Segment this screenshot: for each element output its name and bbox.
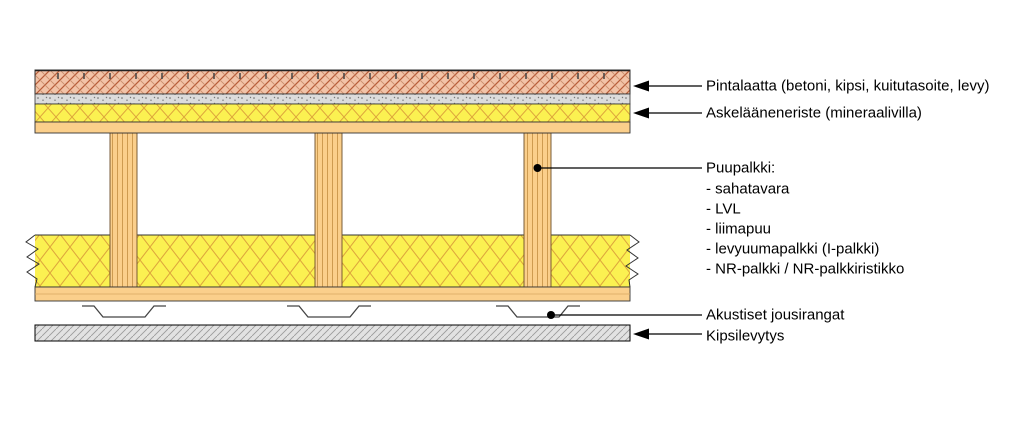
label-puupalkki-item-liimapuu: - liimapuu (706, 220, 772, 238)
label-puupalkki-item-nr-palkki: - NR-palkki / NR-palkkiristikko (706, 260, 905, 278)
resilient-channel-2 (287, 305, 371, 318)
label-askelaaneneriste: Askelääneneriste (mineraalivilla) (706, 104, 922, 122)
leveling-layer (34, 93, 631, 105)
leader-dot-puupalkki-icon (533, 164, 542, 172)
label-puupalkki-item-lvl: - LVL (706, 200, 741, 218)
break-mark-right-icon (625, 234, 640, 288)
label-puupalkki-item-sahatavara: - sahatavara (706, 180, 790, 198)
resilient-channel-1 (82, 305, 166, 318)
arrowhead-kipsilevytys-icon (633, 328, 649, 340)
bottom-board-layer (34, 286, 631, 302)
leader-dot-akustiset-icon (547, 311, 555, 319)
label-puupalkki-title: Puupalkki: (706, 159, 776, 177)
impact-insulation-layer (34, 103, 631, 123)
arrowhead-askelaaneneriste-icon (633, 107, 649, 119)
label-akustiset-jousirangat: Akustiset jousirangat (706, 306, 845, 324)
surface-slab-ticks (35, 70, 630, 79)
wood-joist-3 (523, 132, 552, 288)
surface-slab-layer (34, 69, 631, 95)
arrowhead-pintalaatta-icon (633, 80, 649, 92)
resilient-channels (82, 305, 580, 318)
gypsum-board-layer (34, 324, 631, 342)
label-kipsilevytys: Kipsilevytys (706, 327, 785, 345)
break-mark-left-icon (25, 234, 40, 288)
label-puupalkki-item-levyuumapalkki: - levyuumapalkki (I-palkki) (706, 240, 880, 258)
resilient-channel-3 (496, 305, 580, 318)
leaders (533, 80, 702, 340)
wood-joist-1 (109, 132, 138, 288)
deck-board-layer (34, 121, 631, 134)
wood-joist-2 (314, 132, 343, 288)
label-pintalaatta: Pintalaatta (betoni, kipsi, kuitutasoite… (706, 77, 990, 95)
